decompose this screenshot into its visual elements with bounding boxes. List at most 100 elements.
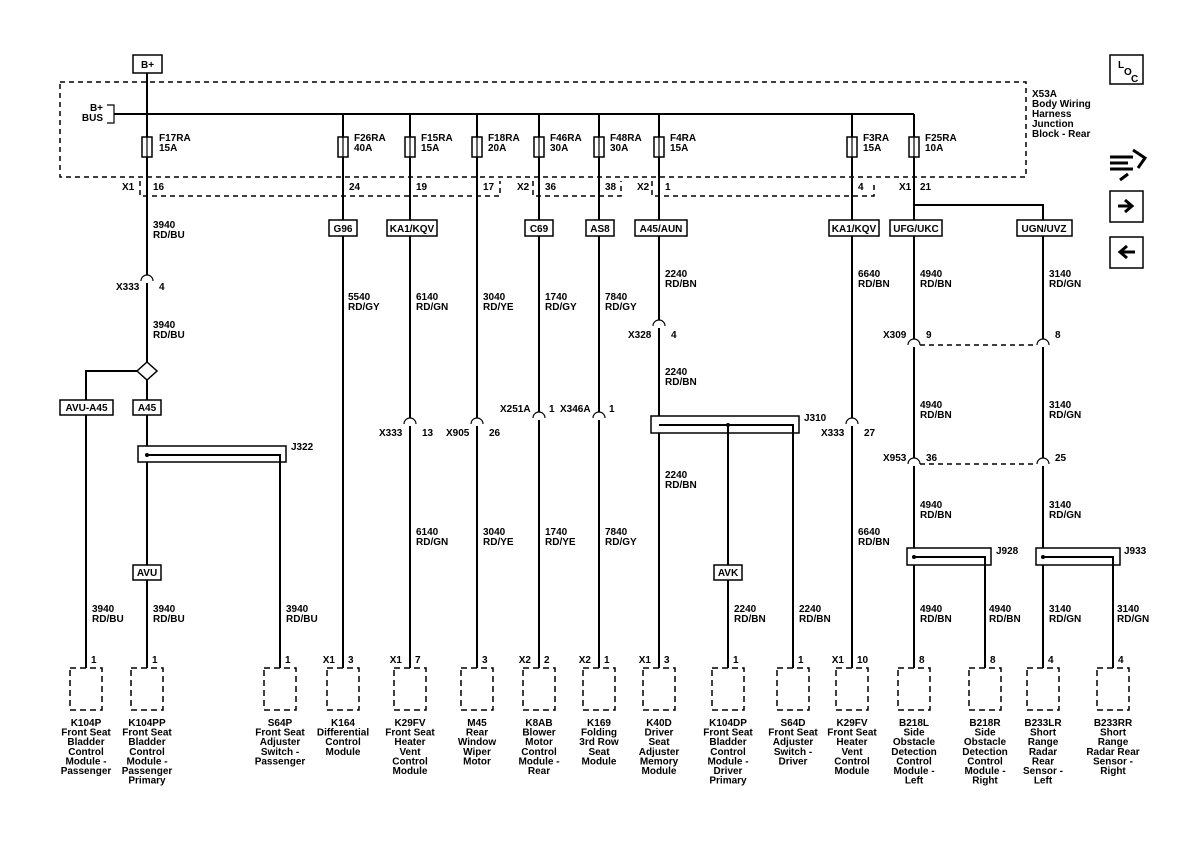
svg-text:20A: 20A xyxy=(488,143,506,154)
component-label: Detection xyxy=(962,747,1008,758)
arrow-left-icon[interactable] xyxy=(1109,236,1144,269)
component-label: Bladder xyxy=(709,737,746,748)
svg-text:1: 1 xyxy=(549,404,555,415)
pin-label: 1 xyxy=(665,182,671,193)
svg-text:25: 25 xyxy=(1055,453,1067,464)
component-pin: 1 xyxy=(285,655,291,666)
svg-text:X328: X328 xyxy=(628,330,652,341)
svg-text:15A: 15A xyxy=(863,143,881,154)
svg-text:10A: 10A xyxy=(925,143,943,154)
component-label: Motor xyxy=(525,737,553,748)
component-label: Module - xyxy=(893,766,934,777)
component-pin: 3 xyxy=(664,655,670,666)
svg-text:13: 13 xyxy=(422,428,434,439)
component-label: Switch - xyxy=(774,747,812,758)
conn-label: X1 xyxy=(122,182,135,193)
component-pin: 1 xyxy=(91,655,97,666)
component-label: Control xyxy=(392,756,428,767)
bus-label: B+ BUS xyxy=(82,103,103,124)
svg-text:F46RA: F46RA xyxy=(550,133,582,144)
component-connector: X1 xyxy=(390,655,403,666)
component-label: Driver xyxy=(779,756,808,767)
component-label: K164 xyxy=(331,718,355,729)
component-label: Motor xyxy=(463,756,491,767)
wire-color: RD/BN xyxy=(799,614,831,625)
harness-tool-icon[interactable] xyxy=(1110,148,1148,182)
component-label: Front Seat xyxy=(255,728,305,739)
svg-text:40A: 40A xyxy=(354,143,372,154)
component-label: Vent xyxy=(399,747,421,758)
component-label: Blower xyxy=(522,728,555,739)
wire-color: RD/GY xyxy=(348,302,380,313)
svg-text:L: L xyxy=(1118,60,1124,71)
component-label: Driver xyxy=(645,728,674,739)
component-label: Differential xyxy=(317,728,369,739)
conn-label: X2 xyxy=(637,182,650,193)
svg-text:30A: 30A xyxy=(550,143,568,154)
component-label: Control xyxy=(896,756,932,767)
pin-label: 36 xyxy=(545,182,557,193)
component-pin: 2 xyxy=(544,655,550,666)
component-label: Bladder xyxy=(67,737,104,748)
component-connector: X2 xyxy=(519,655,532,666)
svg-text:27: 27 xyxy=(864,428,876,439)
arrow-right-icon[interactable] xyxy=(1109,190,1144,223)
component-label: Module xyxy=(835,766,870,777)
component-pin: 1 xyxy=(152,655,158,666)
component-label: K169 xyxy=(587,718,611,729)
component-label: Right xyxy=(972,776,998,787)
component-label: Range xyxy=(1098,737,1129,748)
component-label: Module - xyxy=(518,756,559,767)
svg-text:F25RA: F25RA xyxy=(925,133,957,144)
svg-text:Block - Rear: Block - Rear xyxy=(1032,129,1090,140)
pin-label: 17 xyxy=(483,182,495,193)
component-label: Adjuster xyxy=(260,737,301,748)
component-label: Detection xyxy=(891,747,937,758)
wire-label: 3140 xyxy=(1049,400,1072,411)
wire-label: 1740 xyxy=(545,527,568,538)
wire-color: RD/BN xyxy=(920,510,952,521)
svg-text:F48RA: F48RA xyxy=(610,133,642,144)
wire-color: RD/BN xyxy=(920,410,952,421)
wire-label: 3140 xyxy=(1049,604,1072,615)
wire-color: RD/BN xyxy=(665,279,697,290)
svg-text:8: 8 xyxy=(1055,330,1061,341)
component-label: S64D xyxy=(780,718,805,729)
component-label: Left xyxy=(905,776,924,787)
component-label: Window xyxy=(458,737,496,748)
component-label: Module xyxy=(642,766,677,777)
component-label: Driver xyxy=(714,766,743,777)
component-label: Front Seat xyxy=(61,728,111,739)
option-a45-aun xyxy=(634,219,688,237)
svg-text:X309: X309 xyxy=(883,330,907,341)
component-label: Heater xyxy=(394,737,425,748)
conn-label: X2 xyxy=(517,182,530,193)
component-label: Sensor - xyxy=(1023,766,1063,777)
component-pin: 4 xyxy=(1048,655,1054,666)
svg-text:J322: J322 xyxy=(291,442,314,453)
wire-color: RD/BU xyxy=(92,614,124,625)
component-label: K104PP xyxy=(128,718,166,729)
location-icon[interactable]: L O C xyxy=(1109,54,1144,85)
svg-text:KA1/KQV: KA1/KQV xyxy=(832,224,877,235)
svg-text:J310: J310 xyxy=(804,413,827,424)
svg-text:AVK: AVK xyxy=(718,568,739,579)
svg-text:Harness: Harness xyxy=(1032,109,1072,120)
component-label: Control xyxy=(325,737,361,748)
component-label: Short xyxy=(1100,728,1127,739)
wire-color: RD/BN xyxy=(734,614,766,625)
